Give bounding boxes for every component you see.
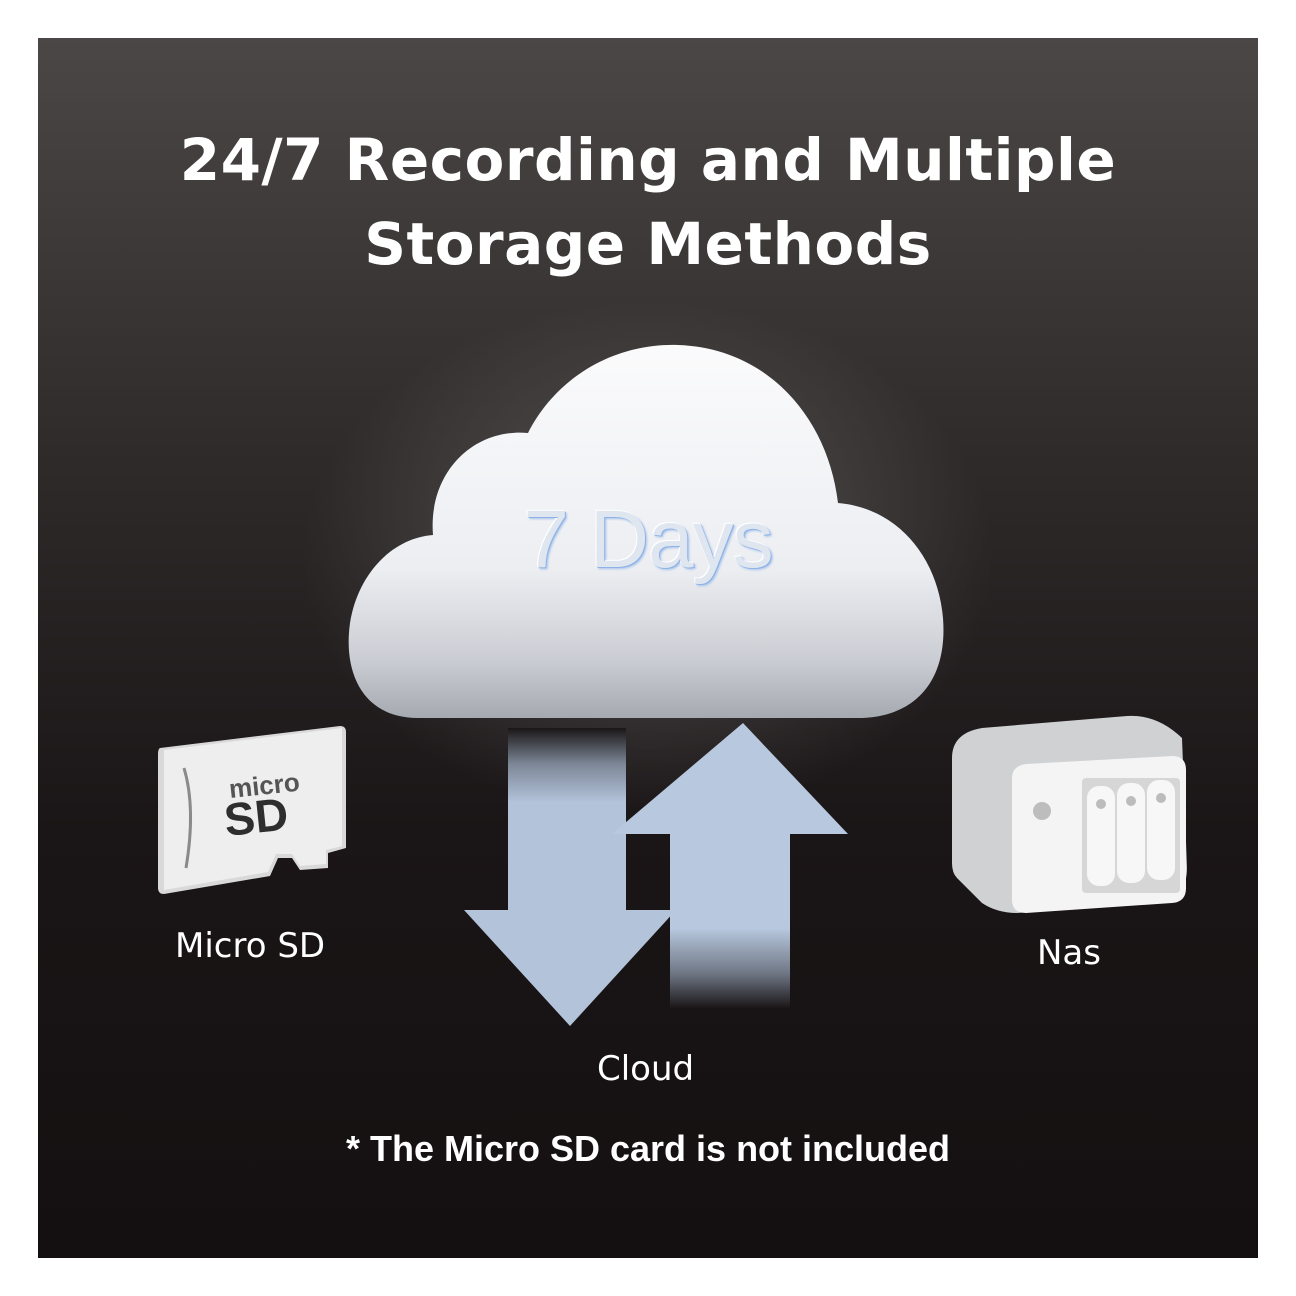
download-arrow-icon (464, 728, 676, 1026)
page-title: 24/7 Recording and Multiple Storage Meth… (38, 118, 1258, 286)
nas-drive-icon (952, 715, 1187, 913)
micro-sd-label: Micro SD (175, 926, 326, 966)
upload-arrow-icon (612, 723, 848, 1008)
title-line-2: Storage Methods (364, 210, 932, 278)
svg-text:SD: SD (222, 788, 291, 846)
promo-panel: 24/7 Recording and Multiple Storage Meth… (38, 38, 1258, 1258)
cloud-label: Cloud (597, 1049, 695, 1089)
transfer-arrows (464, 723, 848, 1026)
retention-days-text: 7 Days (523, 494, 773, 585)
micro-sd-card-icon: micro SD (158, 726, 346, 894)
nas-label: Nas (1037, 933, 1101, 973)
cloud-icon (348, 344, 944, 718)
svg-text:micro: micro (227, 767, 301, 804)
title-line-1: 24/7 Recording and Multiple (179, 126, 1117, 194)
footnote: * The Micro SD card is not included (345, 1128, 951, 1169)
